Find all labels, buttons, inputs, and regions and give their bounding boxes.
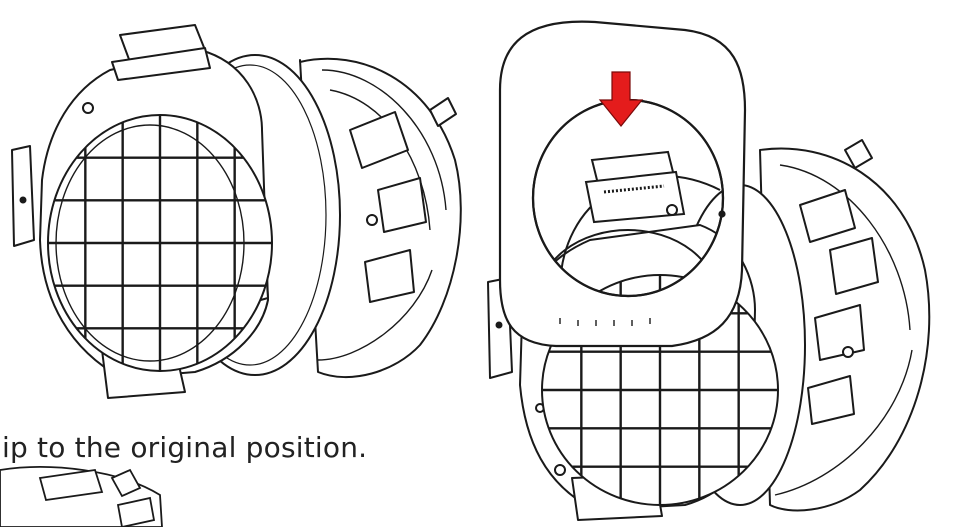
filter-frame-dot [718, 210, 726, 218]
insert-arrow [598, 71, 644, 127]
instruction-caption: ip to the original position. [2, 431, 368, 464]
filter-frame [498, 20, 747, 348]
right-side-tab-left-hole [495, 321, 503, 329]
left-fixture [11, 24, 462, 399]
left-knob [429, 97, 457, 127]
right-clip-a [799, 189, 856, 243]
right-knob [844, 139, 873, 169]
thumb-clip [116, 496, 156, 529]
left-clip-top [349, 111, 409, 169]
thumb-knob [110, 468, 142, 498]
left-clip-mid [377, 177, 427, 233]
right-side-hole [842, 346, 854, 358]
left-clip-low [364, 249, 415, 303]
small-fixture-thumbnail [0, 466, 163, 529]
left-top-latch-base [111, 47, 211, 81]
frame-window-latch-base [584, 170, 686, 224]
left-side-hole [366, 214, 378, 226]
right-clip-b [829, 237, 879, 295]
right-clip-c [814, 304, 865, 361]
left-side-tab-left [11, 145, 35, 247]
frame-window-lens [537, 229, 719, 296]
right-screw-bl [554, 464, 566, 476]
filter-frame-bottom-notches [559, 318, 651, 326]
right-rear-bands [774, 164, 913, 496]
left-grid-filter [48, 115, 272, 371]
thumb-latch [38, 468, 104, 502]
left-screw-tl [82, 102, 94, 114]
left-rear-body [299, 57, 462, 379]
right-clip-d [807, 375, 855, 425]
frame-window-screw [666, 204, 678, 216]
left-side-tab-left-hole [19, 196, 27, 204]
